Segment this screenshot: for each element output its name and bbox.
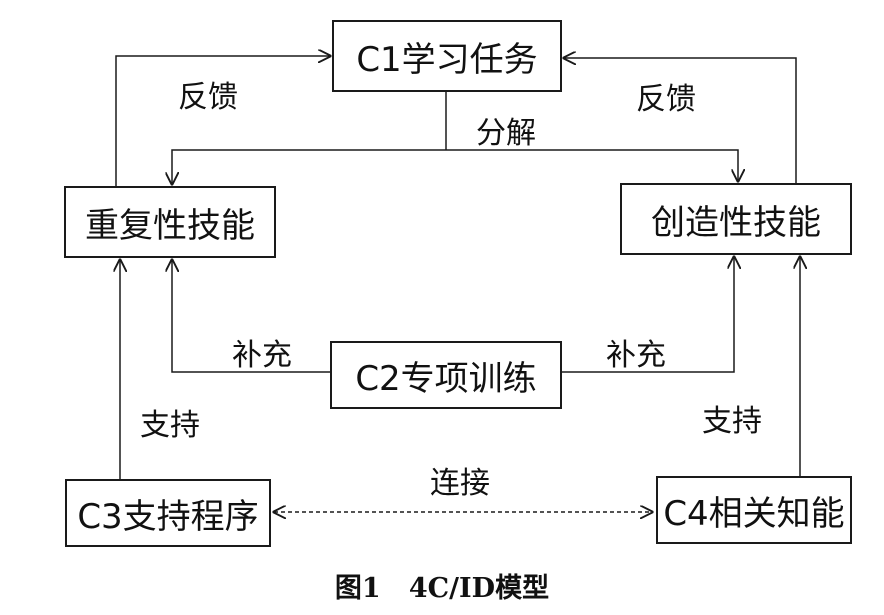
node-c4-supportive-info: C4相关知能	[656, 476, 852, 544]
label-decompose: 分解	[476, 116, 536, 151]
feedback-right-arrow	[564, 58, 797, 183]
label-supplement-left: 补充	[232, 338, 292, 373]
label-connect: 连接	[430, 466, 490, 501]
decompose-left-arrow	[172, 149, 446, 184]
figure-caption: 图1 4C/ID模型	[334, 573, 550, 604]
label-support-left: 支持	[140, 408, 200, 443]
node-c1-learning-task: C1学习任务	[332, 20, 562, 92]
node-creative-skills: 创造性技能	[620, 183, 852, 255]
node-c2-part-task-practice: C2专项训练	[330, 341, 562, 409]
feedback-left-arrow	[115, 56, 330, 186]
node-c3-procedural-info: C3支持程序	[65, 479, 271, 547]
label-support-right: 支持	[702, 404, 762, 439]
decompose-right-arrow	[446, 149, 738, 181]
label-feedback-right: 反馈	[636, 82, 696, 117]
supplement-right-arrow	[562, 257, 734, 373]
label-supplement-right: 补充	[606, 338, 666, 373]
supplement-left-arrow	[172, 260, 330, 373]
label-feedback-left: 反馈	[178, 80, 238, 115]
node-repetitive-skills: 重复性技能	[64, 186, 276, 258]
